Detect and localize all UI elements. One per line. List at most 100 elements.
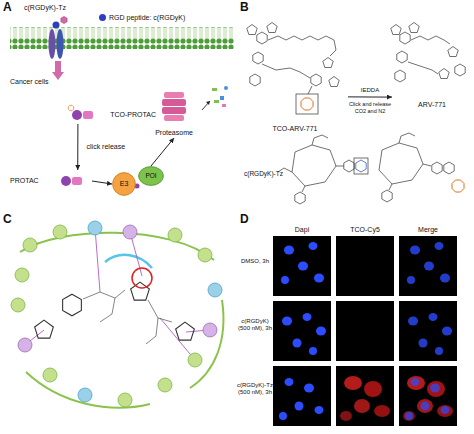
click-product-structure <box>379 143 423 184</box>
node-label: c(RGDyK)-Tz <box>244 170 283 177</box>
rgd-tz-structure <box>344 160 354 172</box>
tco-arv771-structure <box>311 74 321 86</box>
click-product-structure <box>432 162 442 174</box>
panel-letter: D <box>240 213 249 226</box>
microscopy-grid <box>273 236 331 296</box>
molecule-label-node: TCO-PROTAC <box>70 106 158 124</box>
click-product-structure <box>452 180 464 192</box>
residue-circles <box>198 248 212 262</box>
cell-membrane <box>10 27 234 49</box>
arrow-connector <box>348 96 392 97</box>
degraded-fragments <box>202 86 228 110</box>
reaction-note: Click and release <box>344 101 396 107</box>
arv771-structure <box>439 69 449 79</box>
rgd-tz-structure <box>312 135 328 145</box>
integrin-receptor <box>49 29 64 59</box>
proteasome-ring <box>164 115 184 121</box>
hbond-lines <box>95 228 100 292</box>
arv771-structure <box>408 62 438 74</box>
microscopy-grid <box>273 236 457 426</box>
microscopy-grid <box>340 376 390 421</box>
tco-protac-icon <box>68 105 93 120</box>
row-label: DMSO, 3h <box>237 258 273 265</box>
tco-arv771-structure <box>247 23 339 115</box>
tco-arv771-structure <box>301 98 313 110</box>
click-product-structure <box>444 162 454 174</box>
degraded-fragments <box>206 101 210 105</box>
internalization-arrow <box>52 61 64 80</box>
proteasome-ring <box>162 107 186 114</box>
integrin-receptor <box>57 29 64 59</box>
residue-circles <box>78 388 92 402</box>
ligand-structure <box>100 298 115 322</box>
binding-pocket <box>20 233 223 408</box>
node-text-wrap: TCO-PROTAC <box>70 106 158 124</box>
tco-protac-icon <box>68 105 73 110</box>
microscopy-grid <box>281 242 324 284</box>
node-shape <box>139 167 164 186</box>
panel-letter: B <box>240 1 249 14</box>
legend-entry: RGD peptide: c(RGDyK) <box>99 14 185 21</box>
microscopy-grid <box>399 366 457 426</box>
tco-arv771-structure <box>308 86 312 94</box>
molecule-label-node: PROTAC <box>8 170 92 192</box>
panel-letter: C <box>3 213 12 226</box>
residue-circles <box>203 323 217 337</box>
rgd-tz-icon <box>61 16 67 23</box>
degraded-fragments <box>222 104 226 107</box>
binding-pocket <box>105 255 152 268</box>
rgd-tz-icon <box>53 22 60 29</box>
node-text-wrap: ARV-771 <box>392 18 472 110</box>
proteasome-node: Proteasome <box>146 90 202 138</box>
legend-swatch <box>99 14 106 21</box>
click-product-structure <box>399 133 415 143</box>
arv771-structure <box>395 70 405 82</box>
tco-arv771-structure <box>329 77 339 87</box>
internalization-arrow <box>52 61 64 80</box>
tco-arv771-structure <box>247 25 257 35</box>
protac-icon <box>61 176 82 186</box>
microscopy-grid <box>336 366 394 426</box>
degraded-fragments <box>224 86 228 90</box>
click-product-structure <box>423 164 431 166</box>
column-header: TCO-Cy5 <box>336 226 394 234</box>
binding-pocket <box>190 300 223 388</box>
ligand-structure <box>35 320 54 338</box>
ligand-structure <box>176 322 195 340</box>
microscopy-grid <box>399 236 457 296</box>
row-label: c(RGDyK) (500 nM), 3h <box>237 318 273 331</box>
rgd-tz-structure <box>302 186 305 192</box>
residue-circles <box>208 283 222 297</box>
structure-node: TCO-ARV-771 <box>242 18 348 134</box>
cell-membrane <box>10 27 234 49</box>
edge-label: IEDDA <box>361 87 379 94</box>
degraded-fragments <box>220 96 224 100</box>
residue-circles <box>88 221 102 235</box>
cell-label: Cancer cells <box>10 78 49 86</box>
ligand-structure <box>63 294 82 316</box>
residue-circles <box>118 393 132 407</box>
rgd-tz-structure <box>356 160 366 172</box>
arv771-structure <box>391 23 465 83</box>
tco-arv771-structure <box>323 58 333 68</box>
residue-circles <box>23 238 37 252</box>
rgd-tz-structure <box>336 166 344 167</box>
protac-icon <box>72 177 82 185</box>
node-label: ARV-771 <box>418 101 446 109</box>
arv771-structure <box>409 23 419 33</box>
degraded-fragments <box>212 88 217 91</box>
proteasome-ring <box>164 92 184 98</box>
node-label: Proteasome <box>155 129 193 137</box>
residue-circles <box>11 221 222 407</box>
edge-label: click release <box>87 143 126 151</box>
node-text-wrap: E3 <box>112 172 136 196</box>
residue-circles <box>11 298 25 312</box>
microscopy-grid <box>405 378 450 420</box>
microscopy-grid <box>408 313 452 355</box>
arrow-connector <box>92 181 112 184</box>
node-text-wrap: TCO-ARV-771 <box>242 18 348 134</box>
microscopy-grid <box>273 301 331 361</box>
node-text-wrap: Proteasome <box>146 90 202 138</box>
